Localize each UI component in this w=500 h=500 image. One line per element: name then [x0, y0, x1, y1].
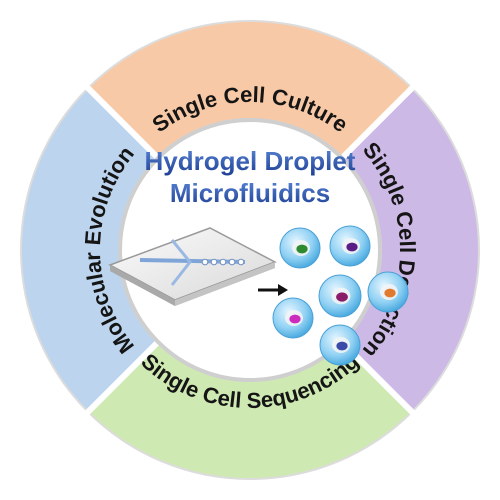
ring-separator	[83, 339, 161, 417]
center-title-line2: Microfluidics	[170, 178, 330, 208]
ring-segment-sequencing	[88, 343, 412, 478]
arrow-right-icon	[258, 284, 288, 296]
cell-droplet	[279, 227, 321, 269]
cell-droplet	[318, 274, 362, 318]
cell-droplet	[272, 297, 314, 339]
ring-segment-culture	[88, 22, 412, 157]
ring-segment-evolution	[22, 88, 157, 412]
ring-segments	[22, 22, 478, 478]
center-title-line1: Hydrogel Droplet	[145, 146, 356, 176]
hydrogel-cells	[272, 225, 409, 366]
cell-droplet	[367, 271, 409, 313]
cell-droplet	[319, 324, 361, 366]
ring-separator	[339, 83, 417, 161]
microfluidic-chip-icon	[108, 227, 277, 306]
ring-separator	[83, 83, 161, 161]
ring-segment-detection	[343, 88, 478, 412]
cell-droplet	[329, 225, 371, 267]
